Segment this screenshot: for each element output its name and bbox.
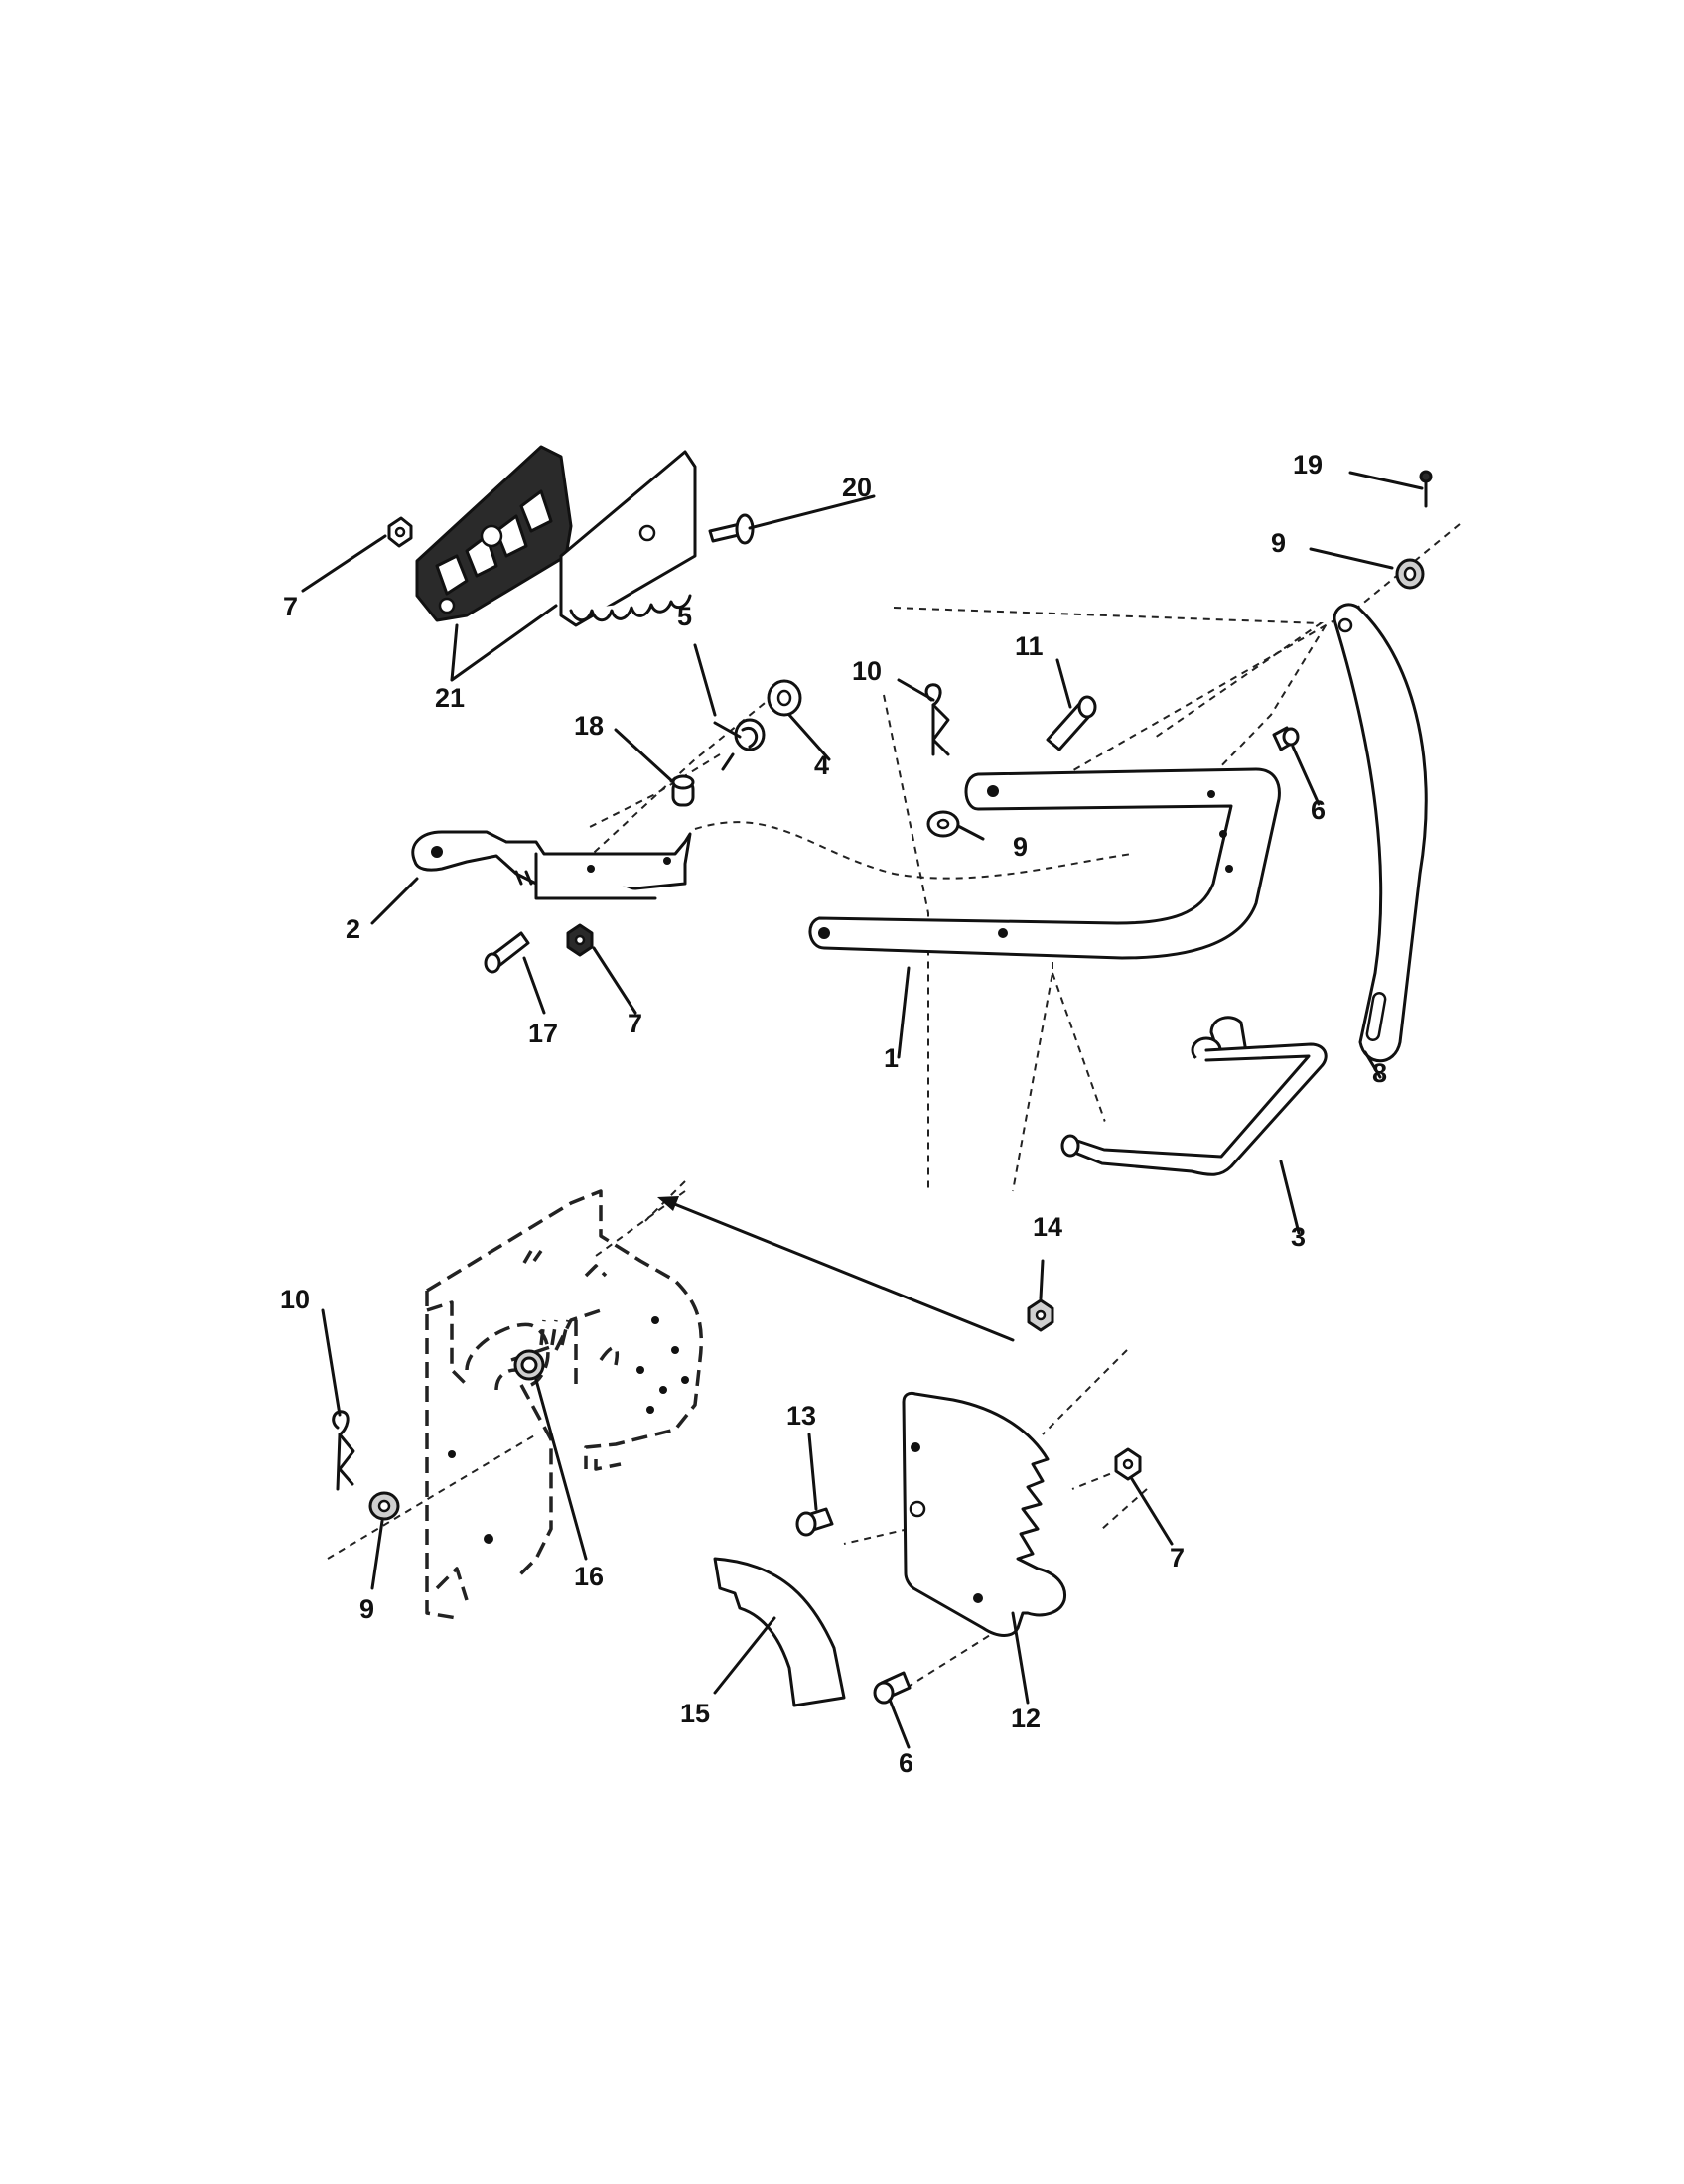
callout-10-bottom: 10 xyxy=(280,1285,310,1314)
pin-11 xyxy=(1046,695,1097,751)
sector-plate-12 xyxy=(902,1391,1067,1637)
pin-19 xyxy=(1419,470,1433,508)
callout-9-mid: 9 xyxy=(1013,832,1028,862)
callout-8: 8 xyxy=(1372,1058,1387,1088)
callout-6-bottom: 6 xyxy=(899,1748,913,1778)
washer-9-mid xyxy=(926,810,960,838)
callout-16: 16 xyxy=(574,1562,604,1591)
assembly-arrow xyxy=(657,1196,1015,1342)
callout-4: 4 xyxy=(814,751,829,780)
callout-14: 14 xyxy=(1033,1212,1062,1242)
callout-1: 1 xyxy=(884,1043,899,1073)
callout-labels: 1 2 3 4 5 6 6 7 7 7 8 9 9 9 10 10 11 12 … xyxy=(280,450,1387,1778)
callout-9-bottom: 9 xyxy=(359,1594,374,1624)
hairpin-10-bottom xyxy=(332,1410,355,1491)
nut-7-bottom xyxy=(1114,1447,1142,1481)
callout-15: 15 xyxy=(680,1699,710,1728)
screw-6-bottom xyxy=(873,1671,912,1705)
washer-9-top xyxy=(1395,558,1425,590)
bolt-20 xyxy=(708,513,755,545)
assembly-lines xyxy=(327,523,1461,1694)
callout-12: 12 xyxy=(1011,1704,1041,1733)
screw-6-top xyxy=(1272,726,1300,751)
callout-20: 20 xyxy=(842,473,872,502)
callout-7-bottom: 7 xyxy=(1170,1543,1185,1572)
bushing-18 xyxy=(671,774,695,807)
leader-lines xyxy=(301,471,1424,1749)
callout-21: 21 xyxy=(435,683,465,713)
callout-18: 18 xyxy=(574,711,604,741)
curved-strip-15 xyxy=(713,1557,846,1707)
callout-7-top: 7 xyxy=(283,592,298,621)
callout-10-top: 10 xyxy=(852,656,882,686)
bracket-2 xyxy=(411,830,692,900)
housing-ghost xyxy=(425,1189,703,1620)
callout-19: 19 xyxy=(1293,450,1323,479)
u-lever-1 xyxy=(808,767,1281,960)
shaft-16 xyxy=(513,1349,545,1381)
washer-9-bottom xyxy=(368,1491,400,1521)
bolt-13 xyxy=(795,1507,834,1537)
callout-3: 3 xyxy=(1291,1222,1306,1252)
bumper-assembly xyxy=(415,445,697,627)
callout-5: 5 xyxy=(677,602,692,631)
washer-4 xyxy=(767,679,802,717)
callout-11: 11 xyxy=(1015,631,1044,661)
nut-7-top xyxy=(387,516,413,548)
callout-17: 17 xyxy=(528,1019,558,1048)
pin-17 xyxy=(484,931,530,974)
callout-6-top: 6 xyxy=(1311,795,1326,825)
callout-2: 2 xyxy=(346,914,360,944)
nut-7-mid xyxy=(566,923,594,957)
nut-14 xyxy=(1027,1298,1054,1332)
rod-3 xyxy=(1060,1016,1328,1176)
callout-7-mid: 7 xyxy=(628,1009,642,1038)
hairpin-10-top xyxy=(924,683,950,756)
callout-13: 13 xyxy=(786,1401,816,1431)
curved-link-8 xyxy=(1333,603,1428,1063)
callout-9-top: 9 xyxy=(1271,528,1286,558)
spring-5 xyxy=(713,718,766,771)
